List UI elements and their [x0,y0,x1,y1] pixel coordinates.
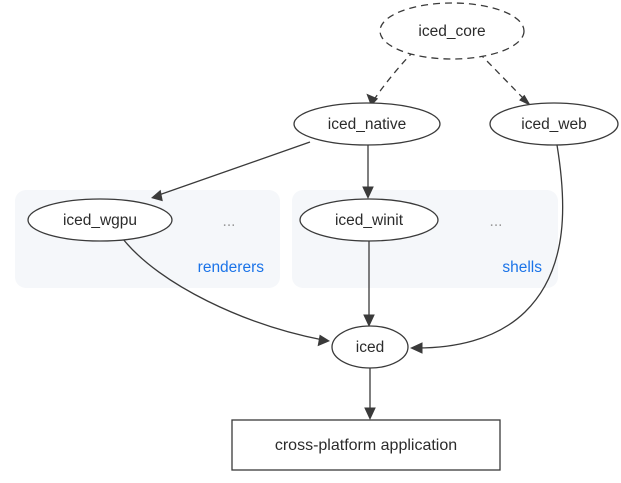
cluster-renderers-label: renderers [198,259,265,276]
node-iced-native-ellipse [293,102,441,146]
node-iced-core-ellipse [379,2,525,60]
edge-core-to-native-line [372,50,415,102]
edge-core-to-web-line [478,52,528,103]
node-application[interactable]: cross-platform application [231,419,501,471]
node-iced-winit-ellipse [299,198,439,242]
node-iced-core[interactable]: iced_core [379,2,525,60]
node-iced-winit[interactable]: iced_winit [299,198,439,242]
edge-wgpu-to-iced-arrowhead [317,334,330,347]
edge-iced-to-app [364,368,376,420]
node-iced-native-label: iced_native [328,116,406,133]
edge-native-to-winit [362,145,374,199]
node-iced-winit-label: iced_winit [335,212,404,229]
edge-core-to-web-arrowhead [519,94,531,106]
edge-core-to-native [366,50,415,106]
edge-native-to-wgpu [151,141,311,202]
node-iced-native[interactable]: iced_native [293,102,441,146]
cluster-shells-ellipsis: ... [490,213,503,230]
node-iced-web[interactable]: iced_web [489,102,619,146]
node-iced-web-ellipse [489,102,619,146]
edge-native-to-wgpu-arrowhead [151,189,163,202]
edge-web-to-iced-line [416,144,564,349]
edge-iced-to-app-arrowhead [364,407,376,420]
node-iced-core-label: iced_core [418,23,485,40]
node-iced-label: iced [356,339,384,356]
edge-core-to-web [478,52,531,106]
edge-wgpu-to-iced-line [122,238,324,341]
cluster-renderers-ellipsis: ... [223,213,236,230]
edge-winit-to-iced-arrowhead [363,314,375,327]
node-iced[interactable]: iced [331,325,409,369]
node-iced-ellipse [331,325,409,369]
edge-winit-to-iced [363,241,375,327]
edge-web-to-iced-arrowhead [410,342,423,354]
edge-wgpu-to-iced [122,238,330,347]
cluster-shells-label: shells [502,259,542,276]
node-application-rect [231,419,501,471]
edge-native-to-winit-arrowhead [362,186,374,199]
node-iced-wgpu-ellipse [27,198,173,242]
node-iced-wgpu[interactable]: iced_wgpu [27,198,173,242]
node-application-label: cross-platform application [275,437,457,454]
edge-native-to-wgpu-line [155,141,311,197]
node-iced-web-label: iced_web [521,116,587,133]
edge-core-to-native-arrowhead [366,93,379,106]
node-iced-wgpu-label: iced_wgpu [63,212,137,229]
edge-web-to-iced [410,144,564,354]
